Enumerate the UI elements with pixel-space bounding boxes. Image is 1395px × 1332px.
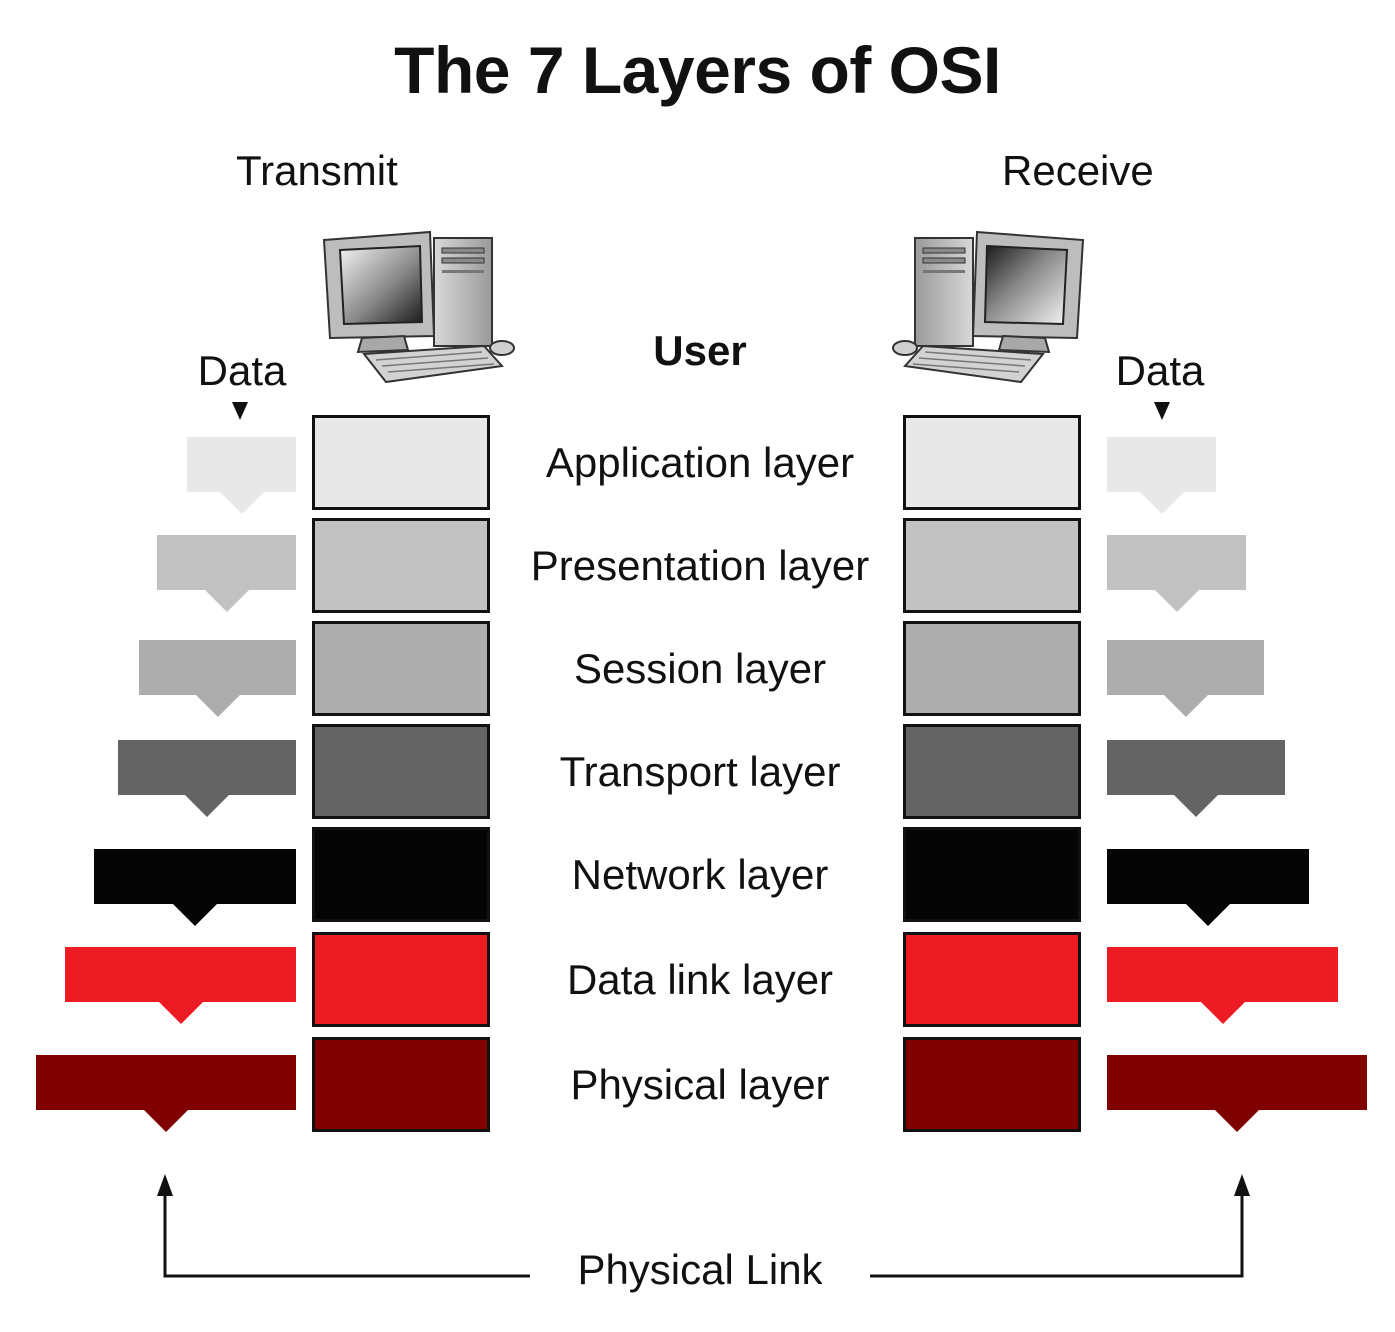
transmit-packet-tip-data-link [158, 1002, 203, 1024]
transmit-label: Transmit [236, 147, 398, 194]
receive-layer-box-network [903, 827, 1081, 922]
layer-label-physical: Physical layer [570, 1061, 830, 1108]
receive-packet-tip-presentation [1154, 590, 1199, 612]
physical-link-right-arrow-icon [1234, 1174, 1250, 1196]
receive-packet-physical [1107, 1055, 1367, 1110]
transmit-layer-box-session [312, 621, 490, 716]
receive-layer-box-data-link [903, 932, 1081, 1027]
transmit-packet-application [187, 437, 296, 492]
transmit-data-down-arrow-icon [232, 402, 248, 420]
user-label: User [653, 327, 747, 374]
layer-label-presentation: Presentation layer [530, 542, 870, 589]
transmit-packet-session [139, 640, 296, 695]
layer-label-network: Network layer [571, 851, 829, 898]
receive-layer-box-transport [903, 724, 1081, 819]
transmit-packet-tip-network [173, 904, 217, 926]
receive-packet-tip-transport [1174, 795, 1218, 817]
receive-packet-transport [1107, 740, 1285, 795]
transmit-packet-tip-session [195, 695, 240, 717]
transmit-layer-box-presentation [312, 518, 490, 613]
transmit-packet-presentation [157, 535, 296, 590]
receive-layer-box-application [903, 415, 1081, 510]
receive-packet-tip-data-link [1200, 1002, 1245, 1024]
receive-packet-presentation [1107, 535, 1246, 590]
receive-packet-network [1107, 849, 1309, 904]
receive-packet-tip-network [1186, 904, 1230, 926]
transmit-packet-transport [118, 740, 296, 795]
transmit-packet-network [94, 849, 296, 904]
layer-label-application: Application layer [545, 439, 855, 486]
receive-packet-tip-application [1139, 492, 1184, 514]
receive-layer-box-presentation [903, 518, 1081, 613]
receive-data-down-arrow-icon [1154, 402, 1170, 420]
transmit-packet-tip-application [219, 492, 264, 514]
receive-data-label: Data [1115, 347, 1205, 394]
transmit-packet-tip-transport [185, 795, 229, 817]
receive-packet-data-link [1107, 947, 1338, 1002]
receive-packet-tip-session [1163, 695, 1208, 717]
receive-packet-session [1107, 640, 1264, 695]
diagram-title: The 7 Layers of OSI [394, 33, 1001, 107]
transmit-layer-box-transport [312, 724, 490, 819]
layer-label-transport: Transport layer [559, 748, 841, 795]
layer-label-data-link: Data link layer [566, 956, 834, 1003]
receive-label: Receive [1002, 147, 1154, 194]
layer-label-session: Session layer [573, 645, 827, 692]
receive-layer-box-session [903, 621, 1081, 716]
transmit-packet-physical [36, 1055, 296, 1110]
receive-packet-application [1107, 437, 1216, 492]
transmit-layer-box-physical [312, 1037, 490, 1132]
transmit-packet-tip-physical [144, 1110, 188, 1132]
transmit-computer-icon [322, 230, 515, 384]
receive-layer-box-physical [903, 1037, 1081, 1132]
transmit-layer-box-data-link [312, 932, 490, 1027]
physical-link-label: Physical Link [530, 1243, 870, 1297]
receive-computer-icon [892, 230, 1085, 384]
transmit-packet-data-link [65, 947, 296, 1002]
receive-packet-tip-physical [1215, 1110, 1259, 1132]
transmit-data-label: Data [197, 347, 287, 394]
transmit-layer-box-network [312, 827, 490, 922]
transmit-packet-tip-presentation [204, 590, 249, 612]
transmit-layer-box-application [312, 415, 490, 510]
physical-link-left-arrow-icon [157, 1174, 173, 1196]
